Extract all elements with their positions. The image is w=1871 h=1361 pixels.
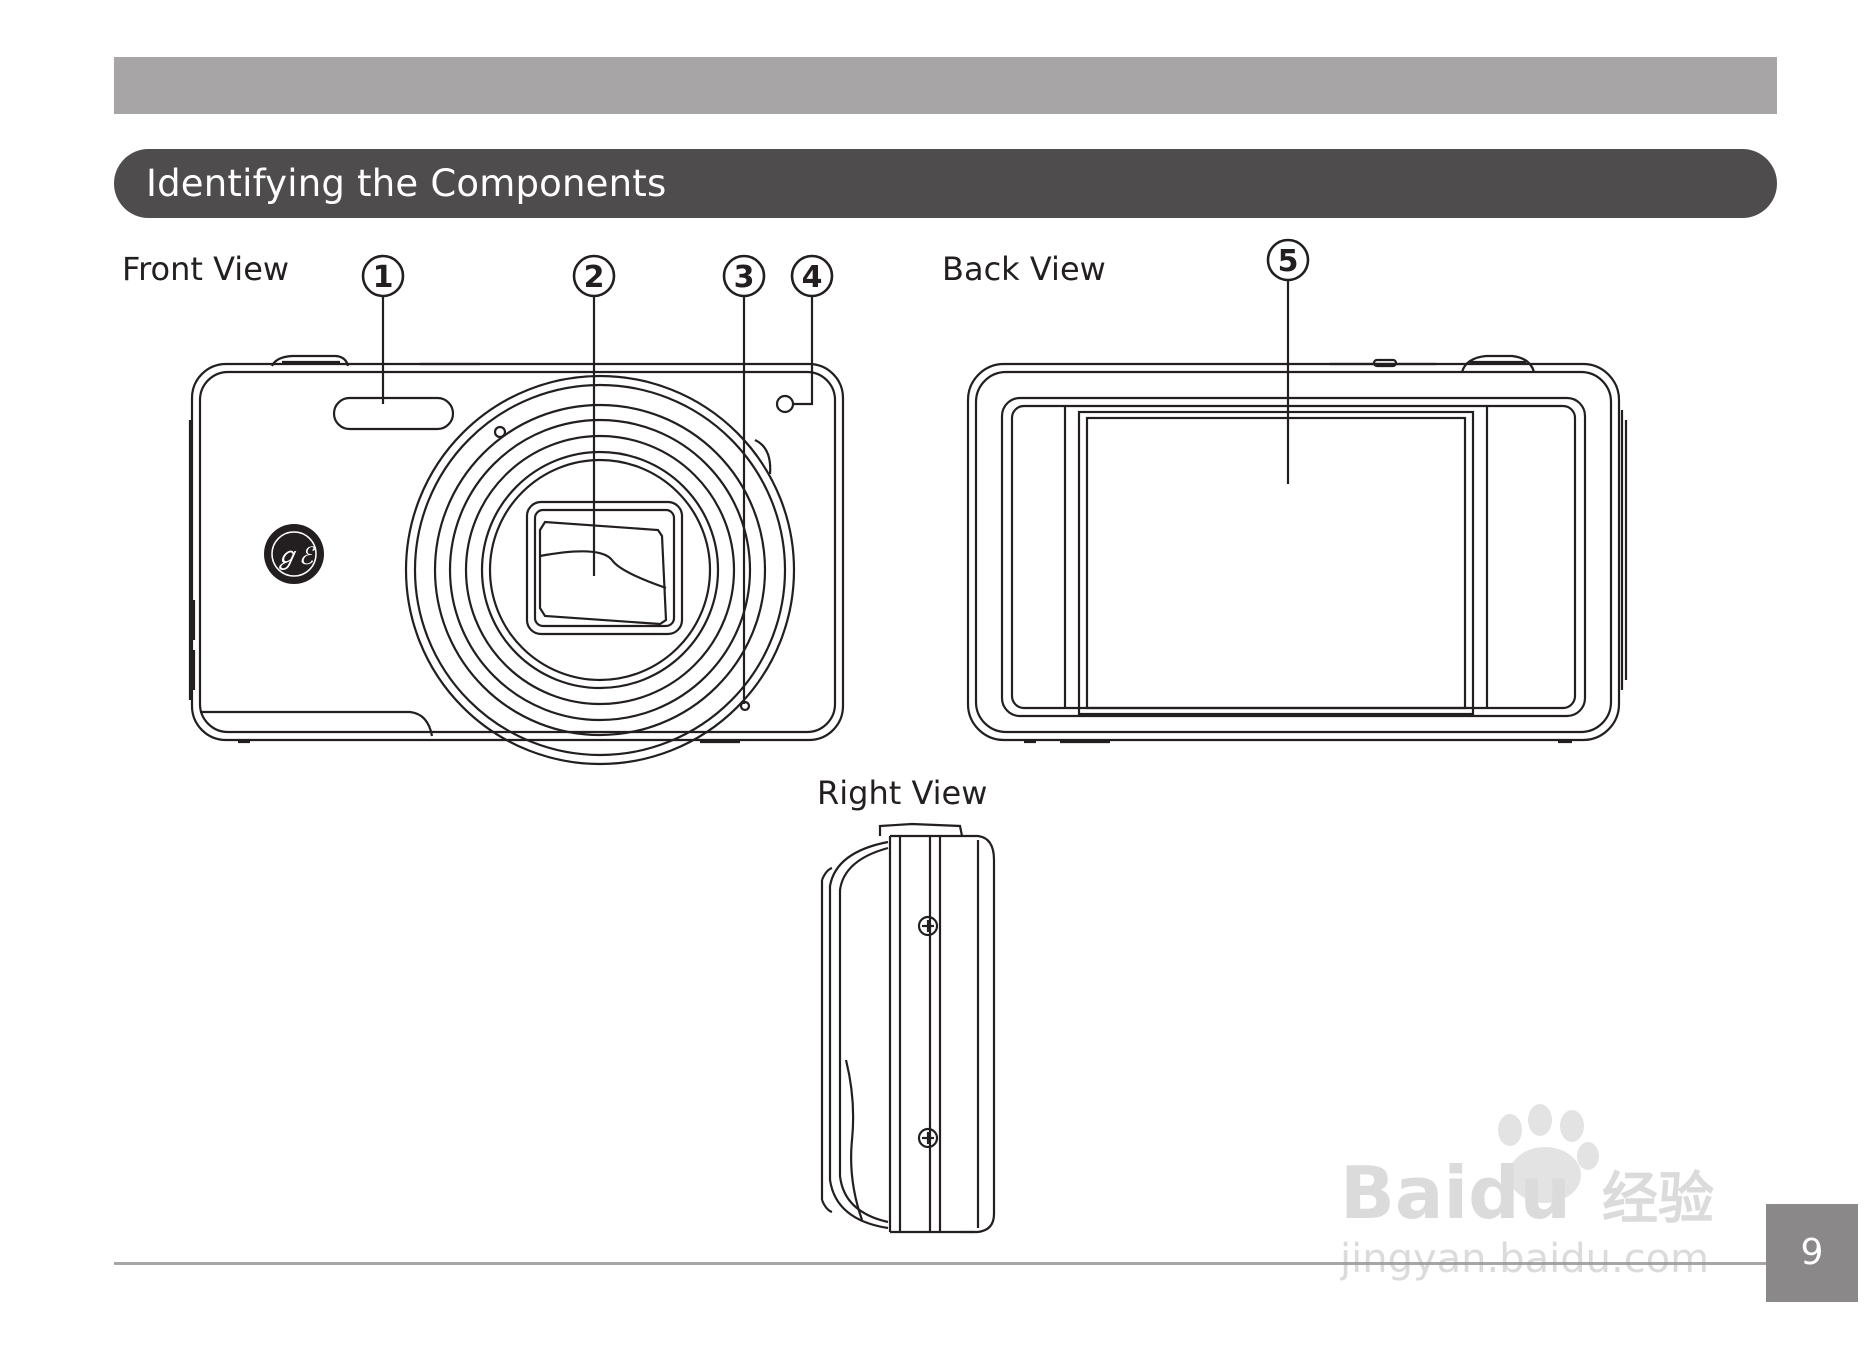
lcd-screen [1077,410,1475,716]
front-view-camera: ℊℰ [188,354,845,766]
callout-4 [790,254,834,298]
ge-logo: ℊℰ [264,524,324,584]
flash-window [332,396,455,431]
callout-1-number: 1 [373,260,394,295]
front-view-label: Front View [122,250,290,288]
watermark-url: jingyan.baidu.com [1340,1236,1709,1282]
callout-3 [722,254,766,298]
af-lamp [775,394,795,414]
strap-screw-bottom [917,1127,939,1149]
page-number-box: 9 [1766,1204,1858,1302]
paw-icon [1498,1104,1599,1203]
svg-text:ℊℰ: ℊℰ [275,542,316,570]
callout-2 [572,254,616,298]
baidu-watermark: Baidu 经验 jingyan.baidu.com [1340,1104,1714,1282]
strap-screw-top [917,915,939,937]
bottom-rule [114,1262,1766,1265]
section-header: Identifying the Components [114,149,1777,218]
lens-barrel [404,374,796,766]
back-view-camera [966,354,1628,744]
page-number: 9 [1800,1232,1824,1273]
back-view-label: Back View [942,250,1106,288]
callout-4-number: 4 [802,260,823,295]
page-title: Identifying the Components [146,162,667,205]
top-band [114,57,1777,114]
callout-5-number: 5 [1278,244,1299,279]
callout-1 [361,254,405,298]
watermark-cn: 经验 [1602,1167,1714,1232]
callout-5 [1266,238,1310,282]
callout-2-number: 2 [584,260,605,295]
right-view-label: Right View [817,774,988,812]
watermark-brand: Baidu [1340,1151,1571,1235]
callout-3-number: 3 [734,260,755,295]
right-view-camera [820,822,996,1234]
